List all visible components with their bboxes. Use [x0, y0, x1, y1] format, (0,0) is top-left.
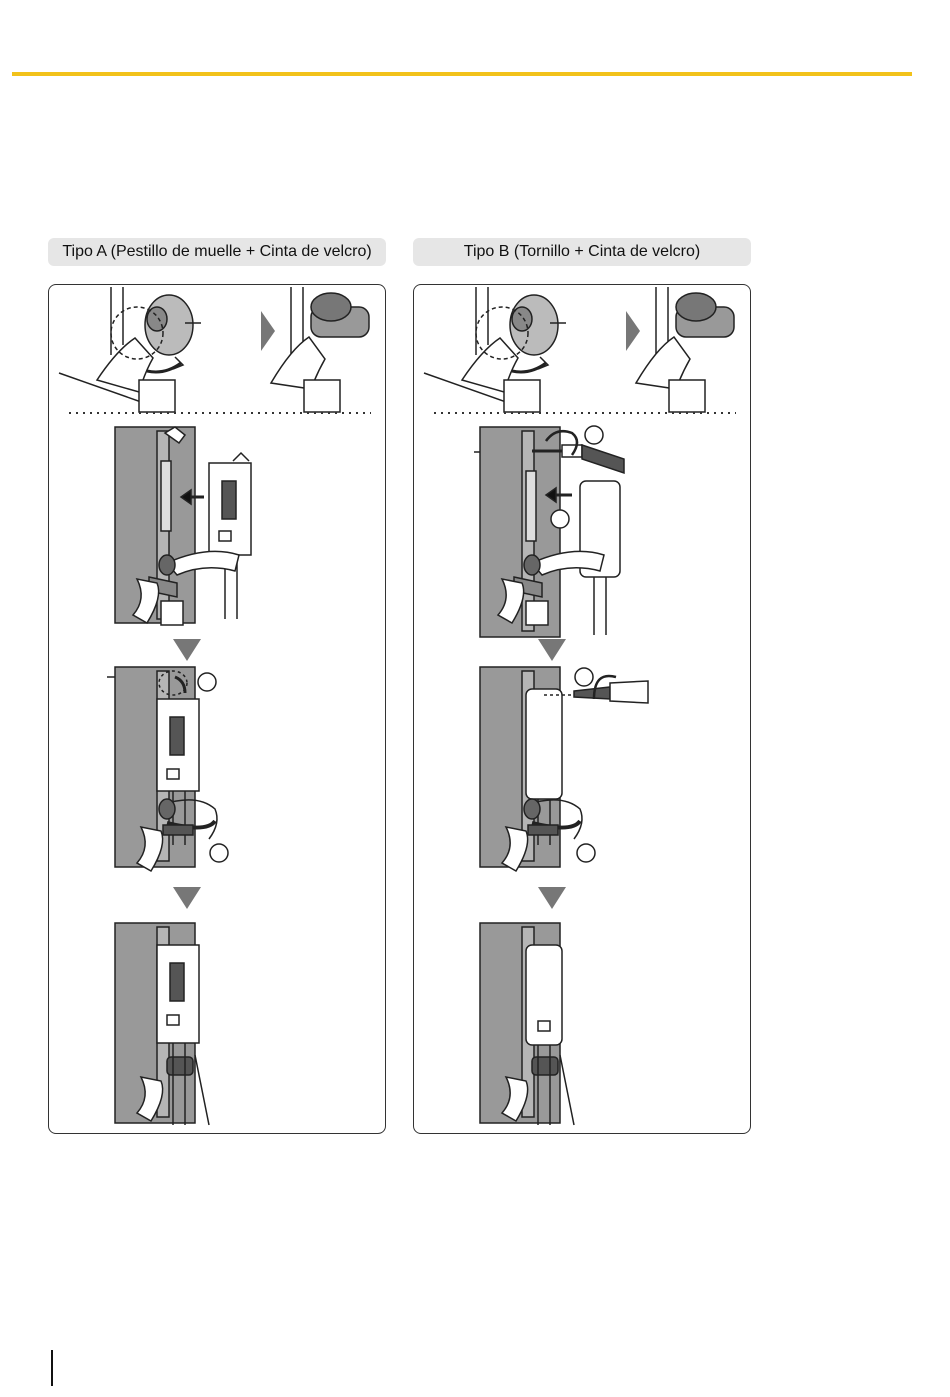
step1-strap-open-illustration [59, 287, 201, 412]
page-margin-bar [51, 1350, 53, 1386]
step-down-arrow-icon [173, 639, 201, 661]
step-arrow-icon [261, 311, 275, 351]
tab-type-b: Tipo B (Tornillo + Cinta de velcro) [413, 238, 751, 266]
type-a-diagram [49, 285, 386, 1134]
step2-connector-screw-insert-illustration [474, 426, 624, 637]
step1-strap-open-illustration-b [424, 287, 566, 412]
header-accent-rule [12, 72, 912, 76]
step2-connector-insert-illustration [115, 427, 251, 625]
type-a-illustration-panel [48, 284, 386, 1134]
tab-type-a: Tipo A (Pestillo de muelle + Cinta de ve… [48, 238, 386, 266]
step4-completed-illustration-b [480, 923, 574, 1125]
step3-screw-and-strap-illustration [480, 667, 648, 871]
step-arrow-icon-b [626, 311, 640, 351]
step-down-arrow-icon-2 [173, 887, 201, 909]
step1-strap-closed-illustration-b [636, 287, 734, 412]
step3-latch-and-strap-illustration [107, 667, 228, 871]
step-down-arrow-icon-b [538, 639, 566, 661]
type-b-diagram [414, 285, 751, 1134]
step1-strap-closed-illustration [271, 287, 369, 412]
step4-completed-illustration [115, 923, 209, 1125]
step-down-arrow-icon-b-2 [538, 887, 566, 909]
type-b-illustration-panel [413, 284, 751, 1134]
